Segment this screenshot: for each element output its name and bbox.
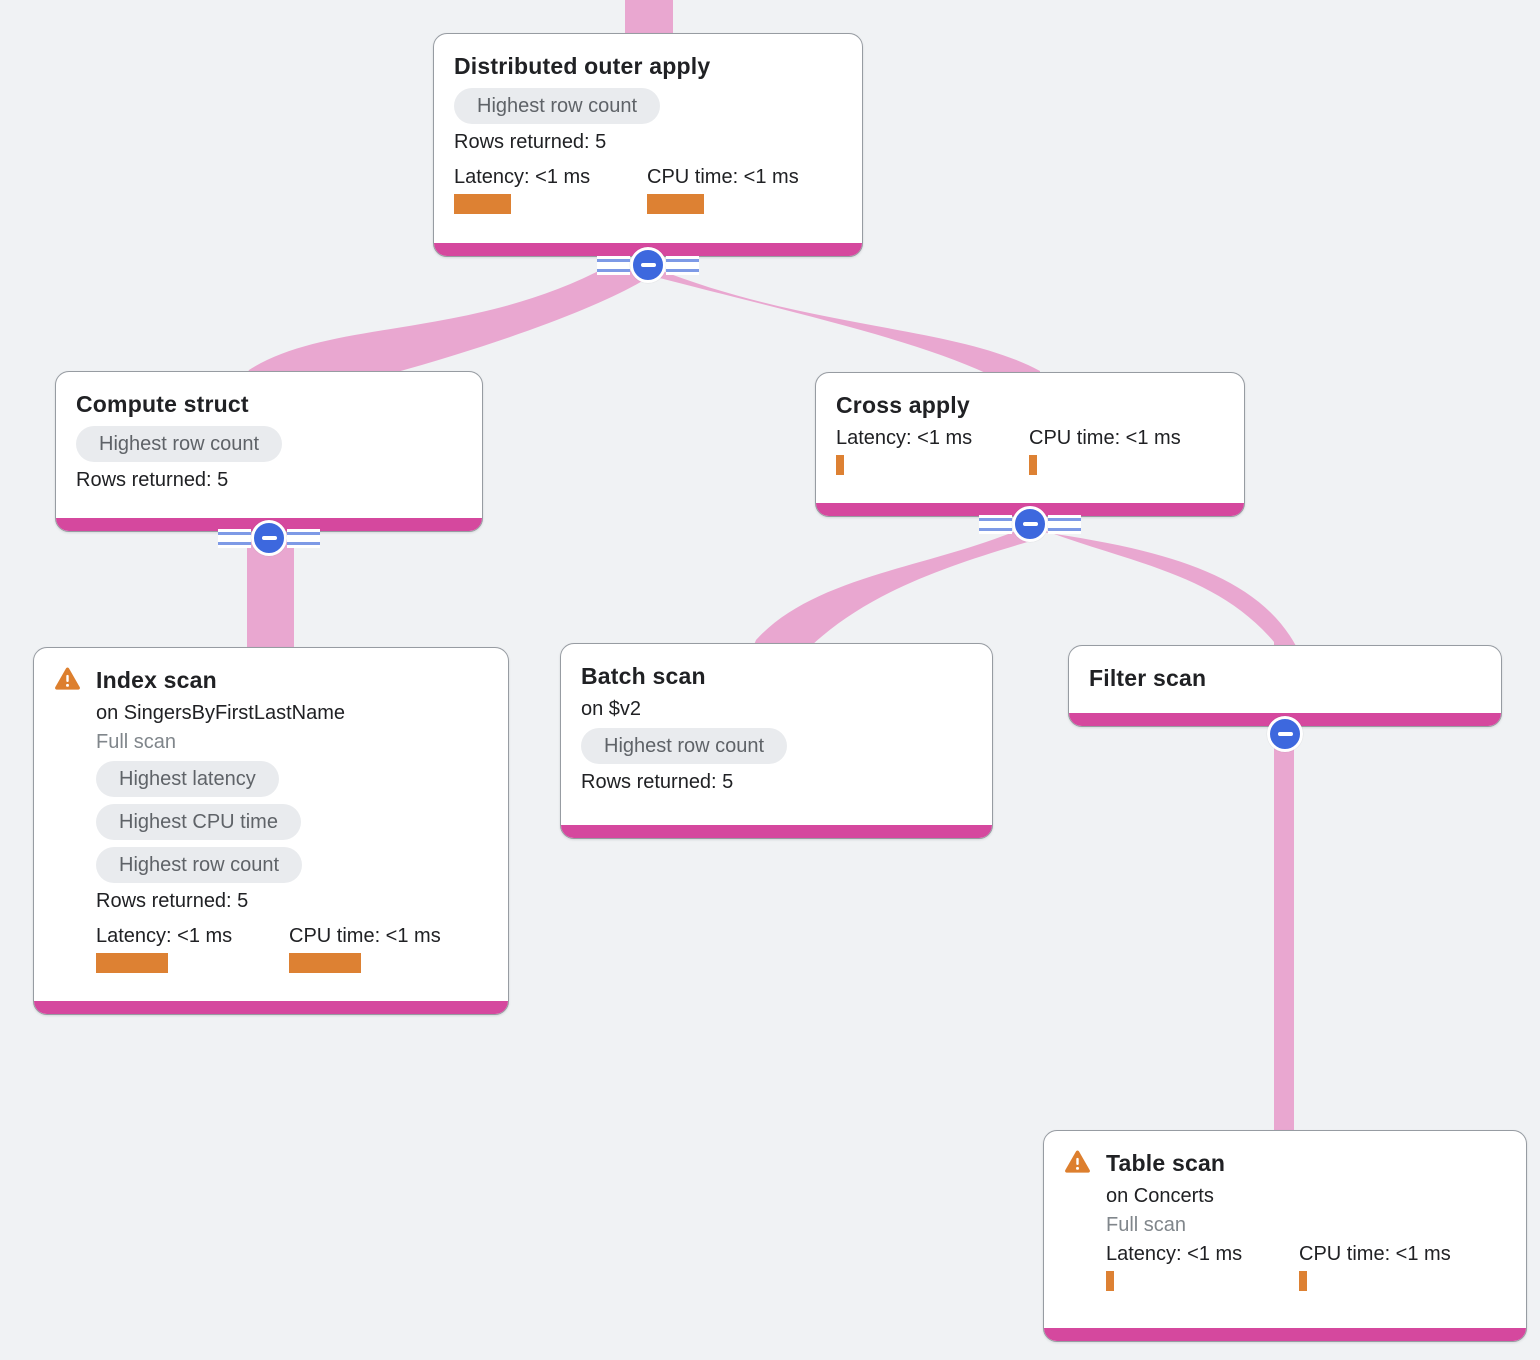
rows-returned: Rows returned: 5 (454, 131, 607, 153)
cpu-time-bar (1299, 1271, 1307, 1291)
scan-type-label: Full scan (96, 731, 177, 753)
blocking-stripe-left (979, 514, 1012, 534)
node-subtitle: on Concerts (1106, 1185, 1214, 1207)
warning-icon (54, 665, 96, 696)
cpu-time-label: CPU time: <1 ms (647, 166, 799, 188)
highest-row-count-badge: Highest row count (454, 88, 661, 124)
latency-label: Latency: <1 ms (1106, 1243, 1243, 1265)
latency-bar (1106, 1271, 1114, 1291)
latency-bar (836, 455, 844, 475)
highest-row-count-badge: Highest row count (581, 728, 788, 764)
edge-to-batch-scan (754, 528, 1034, 645)
edge-to-cross-apply (652, 268, 1040, 374)
collapse-minus-icon (251, 520, 287, 556)
node-title: Filter scan (1089, 665, 1207, 691)
node-filter-scan[interactable]: Filter scan (1068, 645, 1502, 727)
node-title: Cross apply (836, 392, 970, 418)
cpu-time-label: CPU time: <1 ms (1299, 1243, 1451, 1265)
blocking-stripe-right (1048, 514, 1081, 534)
node-title: Batch scan (581, 663, 706, 689)
highest-row-count-badge: Highest row count (76, 426, 283, 462)
node-accent-bar (1044, 1328, 1526, 1341)
scan-type-label: Full scan (1106, 1214, 1187, 1236)
blocking-stripe-left (218, 528, 251, 548)
cpu-time-label: CPU time: <1 ms (289, 925, 441, 947)
node-title: Distributed outer apply (454, 53, 711, 79)
rows-returned: Rows returned: 5 (96, 890, 249, 912)
latency-bar (454, 194, 511, 214)
rows-returned: Rows returned: 5 (76, 469, 229, 491)
blocking-stripe-right (287, 528, 320, 548)
highest-cpu-time-badge: Highest CPU time (96, 804, 301, 840)
cpu-time-bar (647, 194, 704, 214)
node-subtitle: on $v2 (581, 698, 642, 720)
edge-to-compute-struct (247, 266, 652, 388)
warning-icon (1064, 1148, 1106, 1179)
rows-returned: Rows returned: 5 (581, 771, 734, 793)
highest-row-count-badge: Highest row count (96, 847, 303, 883)
node-accent-bar (34, 1001, 508, 1014)
latency-label: Latency: <1 ms (454, 166, 591, 188)
node-subtitle: on SingersByFirstLastName (96, 702, 345, 724)
node-compute-struct[interactable]: Compute struct Highest row count Rows re… (55, 371, 483, 532)
node-table-scan[interactable]: Table scan on Concerts Full scan Latency… (1043, 1130, 1527, 1342)
node-title: Table scan (1106, 1150, 1226, 1176)
collapse-minus-icon (1267, 716, 1303, 752)
node-index-scan[interactable]: Index scan on SingersByFirstLastName Ful… (33, 647, 509, 1015)
collapse-minus-icon (630, 247, 666, 283)
node-title: Index scan (96, 667, 217, 693)
latency-bar (96, 953, 168, 973)
cpu-time-bar (1029, 455, 1037, 475)
blocking-stripe-left (597, 255, 630, 275)
node-cross-apply[interactable]: Cross apply Latency: <1 ms CPU time: <1 … (815, 372, 1245, 517)
highest-latency-badge: Highest latency (96, 761, 279, 797)
collapse-button-cross-apply[interactable] (979, 506, 1081, 542)
latency-label: Latency: <1 ms (836, 427, 973, 449)
collapse-minus-icon (1012, 506, 1048, 542)
node-accent-bar (561, 825, 992, 838)
edge-to-filter-scan (1038, 528, 1296, 646)
node-batch-scan[interactable]: Batch scan on $v2 Highest row count Rows… (560, 643, 993, 839)
blocking-stripe-right (666, 255, 699, 275)
cpu-time-bar (289, 953, 361, 973)
collapse-button-filter-scan[interactable] (1267, 716, 1303, 752)
edge-to-table-scan (1274, 723, 1294, 1133)
edge-parent-to-distributed-outer-apply (625, 0, 673, 36)
cpu-time-label: CPU time: <1 ms (1029, 427, 1181, 449)
node-title: Compute struct (76, 391, 249, 417)
collapse-button-distributed-outer-apply[interactable] (597, 247, 699, 283)
node-distributed-outer-apply[interactable]: Distributed outer apply Highest row coun… (433, 33, 863, 257)
collapse-button-compute-struct[interactable] (218, 520, 320, 556)
latency-label: Latency: <1 ms (96, 925, 233, 947)
